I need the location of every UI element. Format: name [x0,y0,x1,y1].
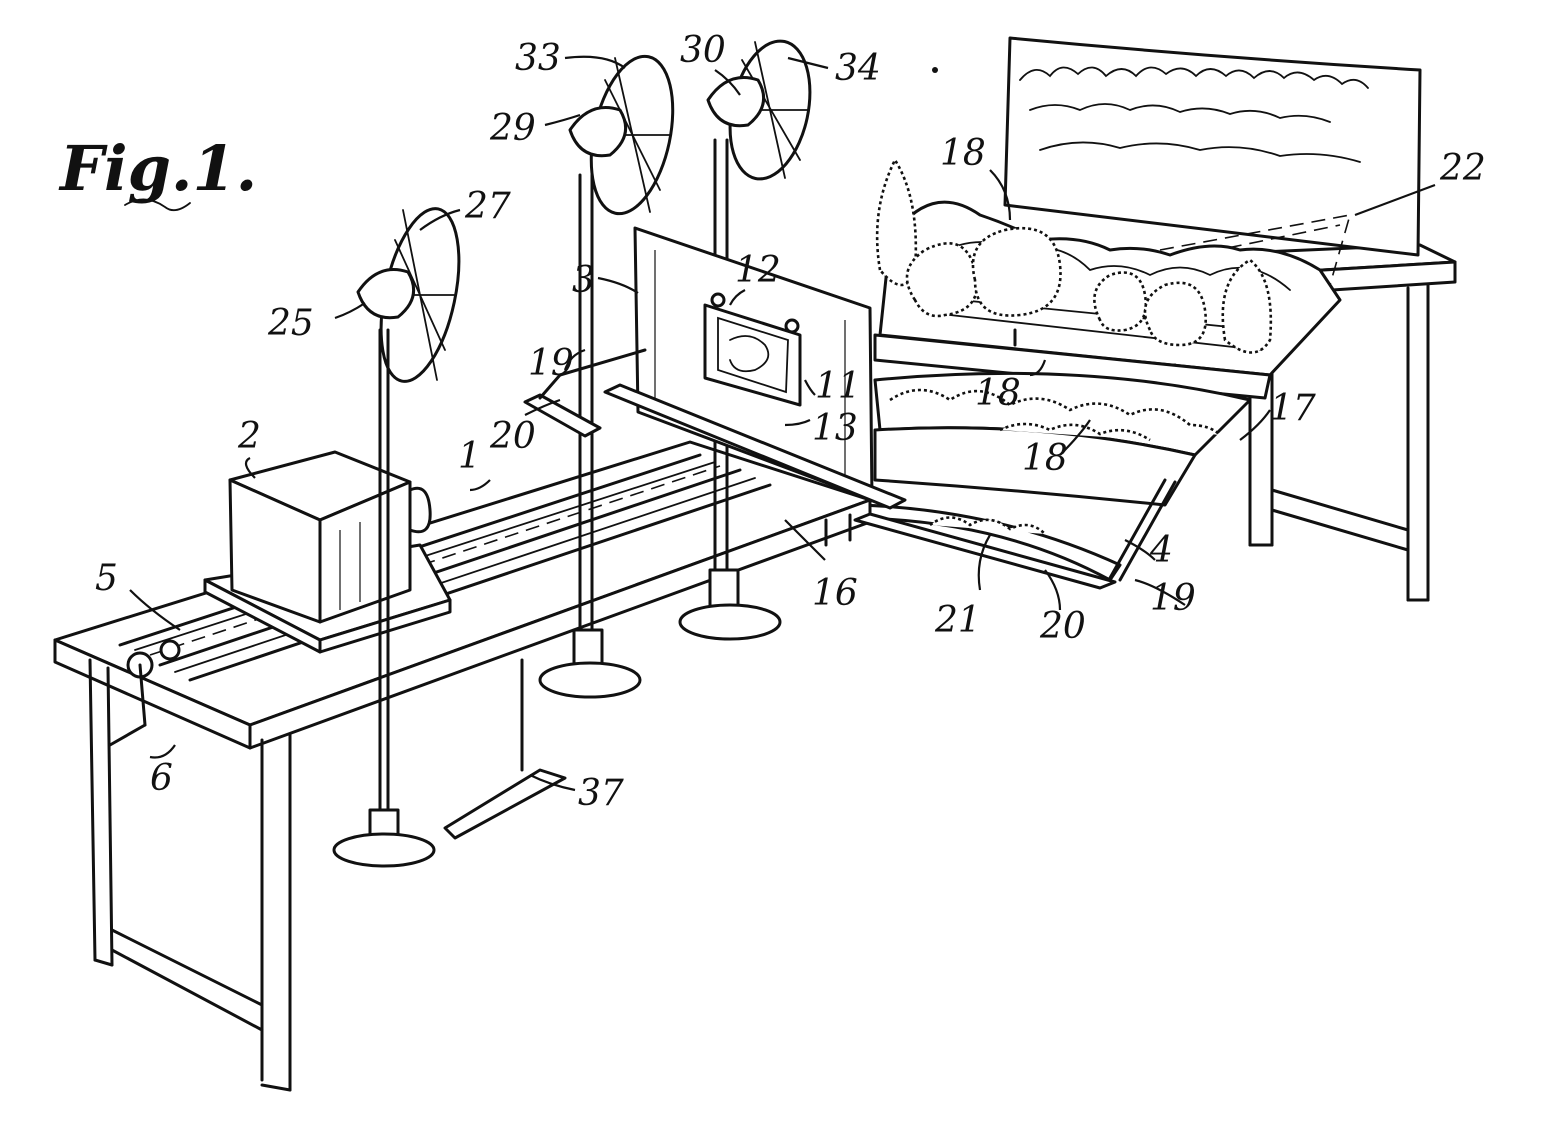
foot-pedal [443,658,567,840]
ref-label-1: 1 [458,436,481,477]
figure-title: Fig.1. [58,132,257,205]
stray-dot [932,67,938,73]
ref-label-17: 17 [1270,388,1316,429]
lamp-stand-30-34 [678,39,812,641]
ref-label-4: 4 [1149,530,1173,571]
ref-label-6: 6 [150,758,173,799]
reference-labels: 1 2 3 4 5 6 11 12 13 16 17 18 18 18 19 1… [95,30,1486,814]
ref-label-18-low: 18 [1022,438,1068,479]
ref-label-20-right: 20 [1039,606,1086,647]
ref-label-16: 16 [812,573,858,614]
main-table [53,440,872,1092]
ref-label-21: 21 [934,600,981,641]
ref-label-3: 3 [572,260,595,301]
ref-label-27: 27 [464,186,511,227]
ref-label-19-left: 19 [528,343,574,384]
ref-label-12: 12 [735,250,781,291]
ref-label-13: 13 [812,408,858,449]
ref-label-34: 34 [835,48,881,89]
ref-label-11: 11 [815,366,861,407]
ref-label-22: 22 [1439,148,1486,189]
rocks-front [889,388,1221,442]
ref-label-19-right: 19 [1150,578,1196,619]
track-rails [118,453,772,682]
ref-label-29: 29 [489,108,536,149]
stage-base [853,333,1272,582]
ref-label-2: 2 [237,416,261,457]
ref-label-18-top: 18 [940,133,986,174]
ref-label-18-mid: 18 [975,373,1021,414]
ref-label-20-left: 20 [489,416,536,457]
backdrop-panel [1003,36,1422,286]
lamp-stand-25-27 [332,207,461,868]
ref-label-5: 5 [95,558,118,599]
title-flourish [124,198,191,212]
ref-label-37: 37 [578,773,624,814]
ref-label-30: 30 [680,30,726,71]
scenery-trees [875,157,1273,382]
lamp-stand-29-33 [538,54,675,699]
hand-crank [108,639,181,747]
guide-bars [523,348,1117,590]
ref-label-25: 25 [267,303,314,344]
leader-lines [129,55,1436,792]
ref-label-33: 33 [515,38,561,79]
shield-panel [633,226,874,502]
